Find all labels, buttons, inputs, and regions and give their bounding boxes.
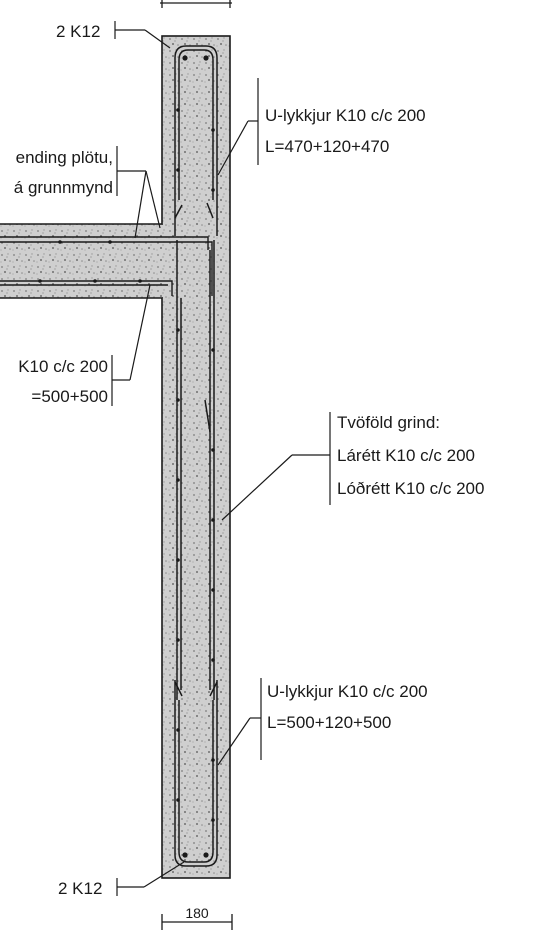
mesh-label-line2: Lárétt K10 c/c 200 bbox=[337, 446, 475, 465]
u-loops-bottom-line1: U-lykkjur K10 c/c 200 bbox=[267, 682, 428, 701]
slab-edges bbox=[0, 223, 162, 299]
u-loops-top-line1: U-lykkjur K10 c/c 200 bbox=[265, 106, 426, 125]
slab-bars-line1: K10 c/c 200 bbox=[18, 357, 108, 376]
leader-lines bbox=[111, 21, 331, 896]
slab-bars-line2: =500+500 bbox=[31, 387, 108, 406]
slab-reference-line2: á grunnmynd bbox=[14, 178, 113, 197]
top-dimension-stub bbox=[160, 0, 232, 8]
top-bars-label: 2 K12 bbox=[56, 22, 100, 41]
wall-reinforcement-bottom-loop bbox=[174, 680, 218, 867]
slab-joint-fill bbox=[161, 225, 165, 297]
slab-reference-line1: ending plötu, bbox=[16, 148, 113, 167]
wall-concrete bbox=[161, 35, 231, 879]
dimension-label: 180 bbox=[185, 905, 209, 921]
mesh-label-line1: Tvöföld grind: bbox=[337, 413, 440, 432]
u-loops-top-line2: L=470+120+470 bbox=[265, 137, 389, 156]
mesh-label-line3: Lóðrétt K10 c/c 200 bbox=[337, 479, 484, 498]
u-loops-bottom-line2: L=500+120+500 bbox=[267, 713, 391, 732]
wall-reinforcement-top-loop bbox=[174, 45, 218, 236]
bottom-bars-label: 2 K12 bbox=[58, 879, 102, 898]
rebar-dots bbox=[38, 55, 215, 858]
slab-concrete bbox=[0, 224, 162, 298]
bottom-dimension-line bbox=[161, 914, 233, 930]
wall-reinforcement-mesh bbox=[176, 240, 215, 700]
slab-reinforcement bbox=[0, 236, 213, 296]
